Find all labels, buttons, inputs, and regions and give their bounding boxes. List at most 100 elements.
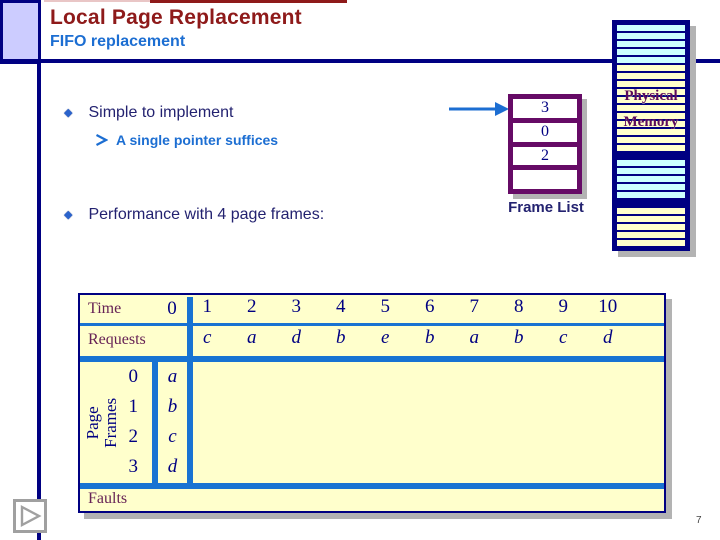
memory-stripe: [617, 120, 685, 127]
table-divider-thick: [80, 483, 664, 489]
memory-stripe: [617, 200, 685, 207]
frame-value: a: [167, 366, 178, 387]
memory-stripe: [617, 80, 685, 87]
page-title: Local Page Replacement: [50, 6, 302, 29]
frame-index: 2: [128, 426, 139, 447]
frame-value: b: [167, 396, 178, 417]
memory-stripe: [617, 192, 685, 199]
memory-stripes: [617, 25, 685, 247]
frame-value: c: [168, 426, 177, 447]
memory-stripe: [617, 216, 685, 223]
request-cell: b: [336, 327, 346, 348]
memory-stripe: [617, 32, 685, 39]
memory-stripe: [617, 112, 685, 119]
request-cell: c: [559, 327, 568, 348]
frame-list-cell: 0: [513, 122, 577, 142]
time-cell: 1: [202, 296, 213, 317]
sub-bullet-item: A single pointer suffices: [95, 132, 278, 148]
diamond-bullet-icon: ◆: [64, 208, 73, 221]
request-cell: c: [203, 327, 212, 348]
bullet-text: Simple to implement: [88, 104, 234, 121]
memory-stripe: [617, 232, 685, 239]
memory-stripe: [617, 88, 685, 95]
request-cell: b: [514, 327, 524, 348]
frame-value: d: [167, 456, 178, 477]
time-cell: 6: [425, 296, 435, 317]
request-cells: c a d b e b a b c d: [185, 327, 630, 349]
requests-row-label: Requests: [88, 331, 146, 348]
memory-stripe: [617, 184, 685, 191]
request-cell: d: [291, 327, 302, 348]
bullet-text: Performance with 4 page frames:: [88, 206, 325, 223]
bullet-item: ◆ Performance with 4 page frames:: [64, 206, 324, 224]
table-divider-thick: [80, 356, 664, 362]
time-cell: 4: [336, 296, 346, 317]
request-cell: e: [381, 327, 390, 348]
faults-row-label: Faults: [88, 490, 128, 507]
memory-stripe: [617, 25, 685, 31]
requests-row: Requests: [80, 326, 664, 354]
page-replacement-table: Time 0 1 2 3 4 5 6 7 8 9 10 Requests c a…: [78, 293, 666, 513]
time-cell: 7: [469, 296, 480, 317]
memory-stripe: [617, 40, 685, 47]
memory-stripe: [617, 144, 685, 151]
memory-stripe: [617, 208, 685, 215]
frame-list-box: 3 0 2: [508, 94, 582, 194]
frame-row: 1 b: [80, 392, 193, 422]
left-margin-line: [37, 0, 41, 540]
frame-list-cell: 3: [513, 99, 577, 118]
memory-stripe: [617, 72, 685, 79]
time-cell: 10: [598, 296, 618, 317]
page-subtitle: FIFO replacement: [50, 33, 186, 50]
sub-bullet-text: A single pointer suffices: [116, 132, 279, 148]
physical-memory-column: Physical Memory: [612, 20, 690, 251]
time-cell: 3: [291, 296, 302, 317]
frame-index: 1: [128, 396, 139, 417]
table-vertical-divider: [187, 297, 193, 489]
frame-list-cell: 2: [513, 146, 577, 166]
time-cell: 8: [514, 296, 524, 317]
request-cell: d: [603, 327, 613, 348]
table-divider-thin: [80, 323, 664, 326]
frame-row: 2 c: [80, 422, 193, 452]
frame-row: 3 d: [80, 452, 193, 482]
table-vertical-divider: [152, 356, 158, 489]
physical-memory-label: Memory: [623, 114, 679, 130]
diamond-bullet-icon: ◆: [64, 106, 73, 119]
memory-stripe: [617, 64, 685, 71]
frame-row: 0 a: [80, 362, 193, 392]
frame-pointer-arrow-icon: [449, 102, 509, 116]
time-cell: 2: [247, 296, 257, 317]
page-number: 7: [696, 515, 702, 526]
memory-stripe: [617, 176, 685, 183]
frame-list-cell: [513, 170, 577, 189]
next-slide-button[interactable]: [13, 499, 47, 533]
memory-stripe: [617, 56, 685, 63]
time-cell: 9: [558, 296, 569, 317]
memory-stripe: [617, 168, 685, 175]
memory-stripe: [617, 240, 685, 247]
corner-decoration-box: [0, 0, 41, 64]
bullet-item: ◆ Simple to implement: [64, 104, 233, 122]
request-cell: b: [425, 327, 435, 348]
memory-stripe: [617, 128, 685, 135]
memory-stripe: [617, 96, 685, 103]
memory-stripe: [617, 104, 685, 111]
time-cells: 1 2 3 4 5 6 7 8 9 10: [185, 296, 630, 318]
frame-list-caption: Frame List: [508, 199, 584, 216]
time-row-label: Time: [88, 300, 122, 317]
memory-stripe: [617, 224, 685, 231]
time-cell: 5: [380, 296, 391, 317]
physical-memory-label: Physical: [624, 88, 678, 104]
top-edge-artifact: [150, 0, 347, 3]
memory-stripe: [617, 48, 685, 55]
top-edge-artifact: [44, 0, 150, 2]
memory-stripe: [617, 160, 685, 167]
frame-index: 0: [128, 366, 139, 387]
time-row: Time 0: [80, 295, 664, 323]
request-cell: a: [247, 327, 257, 348]
play-triangle-icon: [20, 505, 42, 527]
title-divider-line: [0, 59, 720, 63]
frame-index: 3: [128, 456, 139, 477]
